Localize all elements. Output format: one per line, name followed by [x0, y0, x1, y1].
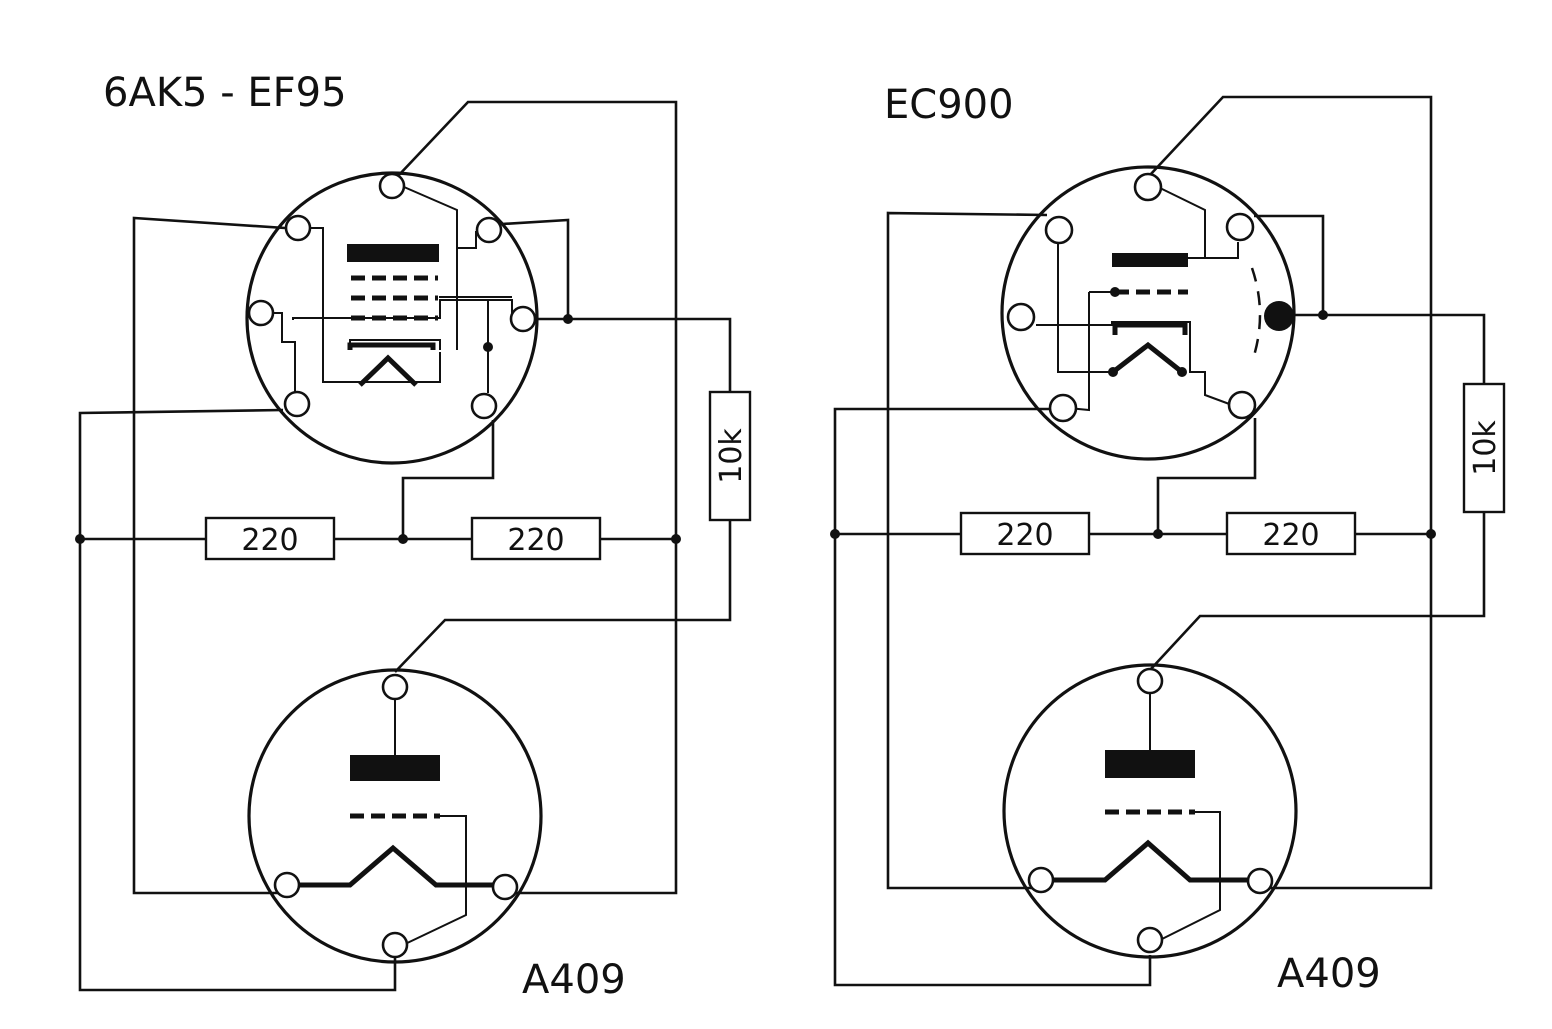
left-triode-tube — [247, 668, 543, 964]
right-ec900-pin-1 — [1133, 172, 1163, 202]
left-circuit: 6AK5 - EF95 220 220 — [75, 70, 752, 1003]
right-triode-pin-anode — [1136, 667, 1164, 695]
left-wiring — [75, 100, 732, 992]
right-ec900-shield-pin — [1264, 301, 1294, 331]
left-pentode-pin-6 — [247, 299, 275, 327]
right-triode-pin-heater-a — [1027, 866, 1055, 894]
left-resistor-220-b-label: 220 — [507, 523, 564, 558]
right-ec900-pin-7 — [1044, 215, 1074, 245]
left-triode-pin-heater-b — [491, 873, 519, 901]
left-resistor-10k-label: 10k — [714, 428, 749, 484]
right-triode-pin-grid — [1136, 926, 1164, 954]
left-resistor-220-a-label: 220 — [241, 523, 298, 558]
left-pentode-tube — [245, 171, 539, 465]
right-resistor-10k-label: 10k — [1468, 420, 1503, 476]
right-resistor-10k: 10k — [1462, 382, 1506, 514]
left-triode-pin-anode — [381, 673, 409, 701]
right-resistor-220-b: 220 — [1225, 511, 1357, 556]
left-triode-pin-heater-a — [273, 871, 301, 899]
left-pentode-pin-2 — [475, 216, 503, 244]
right-ec900-pin-4 — [1227, 390, 1257, 420]
left-bottom-tube-label: A409 — [522, 957, 626, 1003]
left-pentode-pin-1 — [378, 172, 406, 200]
right-resistor-220-a: 220 — [959, 511, 1091, 556]
right-ec900-tube — [1000, 165, 1296, 461]
left-pentode-pin-4 — [470, 392, 498, 420]
right-resistor-220-b-label: 220 — [1262, 518, 1319, 553]
left-resistor-10k: 10k — [708, 390, 752, 522]
right-ec900-pin-2 — [1225, 212, 1255, 242]
left-pentode-pin-3 — [509, 305, 537, 333]
left-resistor-220-b: 220 — [470, 516, 602, 561]
left-triode-pin-grid — [381, 931, 409, 959]
right-bottom-tube-label: A409 — [1277, 951, 1381, 997]
right-triode-pin-heater-b — [1246, 867, 1274, 895]
left-title: 6AK5 - EF95 — [103, 70, 347, 116]
right-wiring — [830, 95, 1486, 987]
left-pentode-pin-7 — [284, 214, 312, 242]
right-circuit: EC900 220 220 10 — [830, 82, 1506, 997]
right-resistor-220-a-label: 220 — [996, 518, 1053, 553]
left-resistor-220-a: 220 — [204, 516, 336, 561]
right-ec900-pin-6 — [1006, 302, 1036, 332]
right-ec900-pin-5 — [1048, 393, 1078, 423]
right-triode-tube — [1002, 663, 1298, 959]
right-title: EC900 — [884, 82, 1014, 128]
left-pentode-pin-5 — [283, 390, 311, 418]
